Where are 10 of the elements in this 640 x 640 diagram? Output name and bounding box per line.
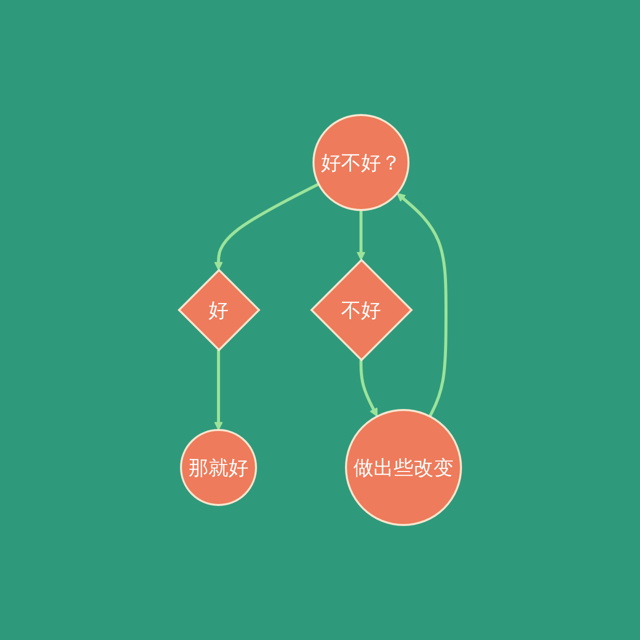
- node-diamond: 不好: [310, 258, 413, 362]
- node-circle: 好不好？: [312, 114, 410, 211]
- arrow: [360, 360, 378, 417]
- node-diamond: 好: [178, 268, 260, 352]
- node-circle: 做出些改变: [345, 409, 462, 526]
- node-circle: 那就好: [180, 429, 257, 506]
- arrow: [356, 210, 366, 260]
- arrow: [214, 350, 223, 430]
- arrow: [396, 192, 448, 418]
- arrow: [214, 182, 320, 270]
